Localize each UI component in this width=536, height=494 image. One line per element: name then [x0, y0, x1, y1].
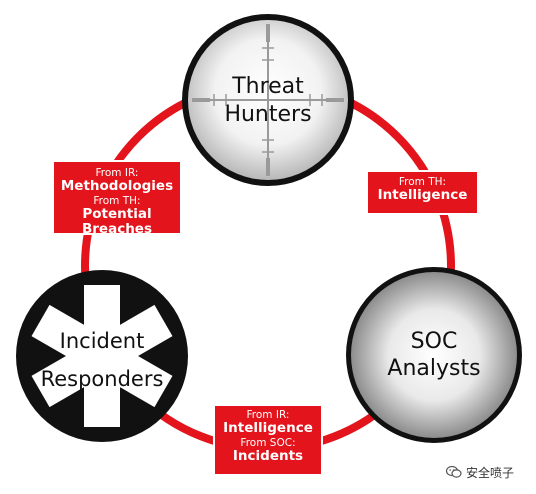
flow-left-from-th: From TH: [93, 194, 141, 207]
incident-responders-line1: Incident [60, 329, 145, 353]
flow-left-potential-breaches: Potential Breaches [81, 205, 153, 238]
wechat-icon [446, 465, 462, 478]
flow-left-methodologies: Methodologies [60, 178, 174, 195]
crosshair-icon [192, 24, 344, 176]
soc-analysts-line2: Analysts [387, 356, 480, 381]
threat-hunters-line1: Threat [231, 74, 304, 99]
threat-hunters-node: Threat Hunters [182, 14, 354, 186]
flow-box-ir-th: From IR: Methodologies From TH: Potentia… [52, 160, 182, 238]
soc-analysts-node: SOC Analysts [346, 267, 522, 443]
flow-bottom-incidents: Incidents [232, 447, 304, 464]
star-of-life-icon [31, 285, 173, 427]
flow-box-ir-soc: From IR: Intelligence From SOC: Incident… [213, 404, 323, 476]
flow-bottom-intelligence: Intelligence [223, 420, 313, 437]
flow-right-intelligence: Intelligence [377, 187, 468, 204]
flow-left-from-ir: From IR: [95, 167, 139, 179]
flow-right-from-th: From TH: [398, 176, 447, 188]
flow-box-th: From TH: Intelligence [366, 170, 479, 215]
soc-analysts-line1: SOC [411, 329, 458, 354]
flow-bottom-from-soc: From SOC: [240, 436, 296, 449]
flow-bottom-from-ir: From IR: [246, 409, 290, 421]
threat-hunters-line2: Hunters [224, 102, 311, 127]
incident-responders-node: Incident Responders [16, 270, 188, 442]
watermark-text: 安全喷子 [466, 465, 515, 480]
incident-responders-line2: Responders [41, 367, 164, 391]
watermark: 安全喷子 [446, 462, 534, 482]
